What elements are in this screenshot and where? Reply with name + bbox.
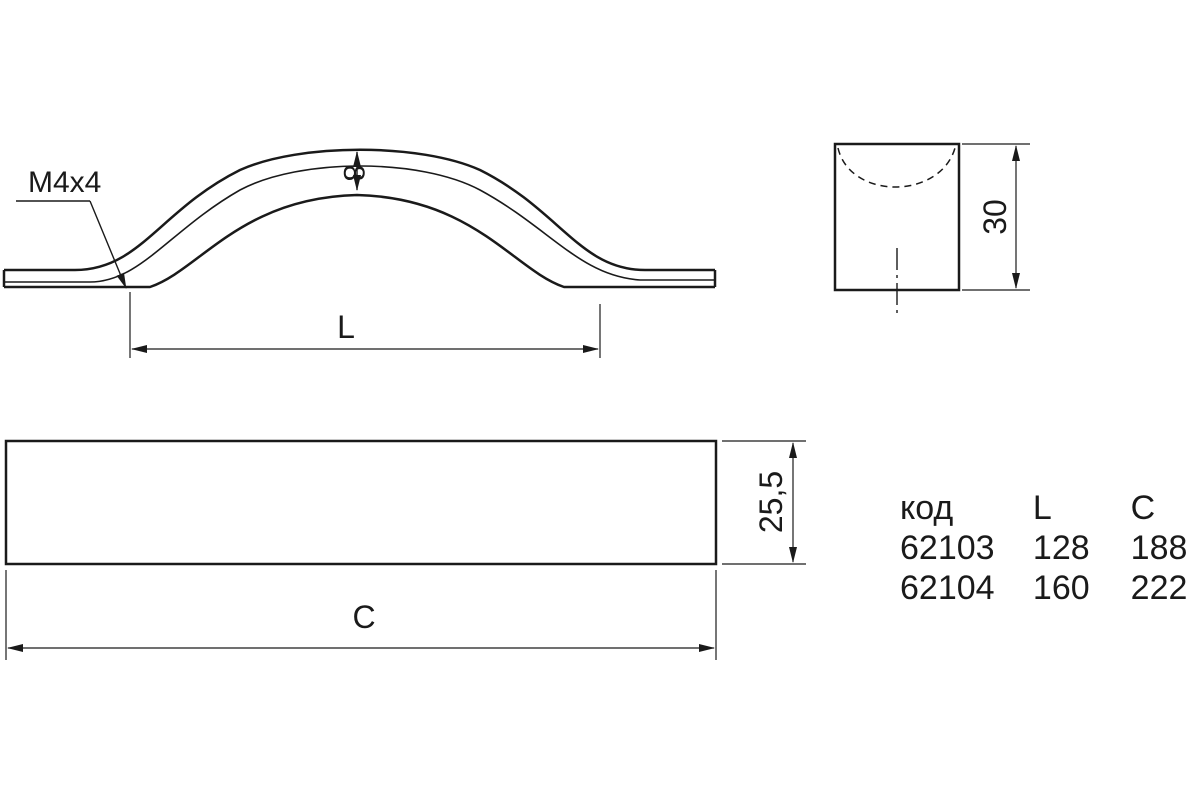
header-C: C <box>1130 489 1156 527</box>
thread-leader <box>16 200 127 289</box>
cell-L: 160 <box>1032 569 1090 607</box>
width-label: 25,5 <box>753 471 789 533</box>
height-label: 30 <box>977 199 1013 235</box>
table-row: 62103 128 188 <box>900 528 1200 568</box>
height-dimension <box>962 143 1030 291</box>
header-L: L <box>1032 489 1052 527</box>
spec-table-header: код L C <box>900 488 1200 528</box>
handle-top-view <box>4 439 718 566</box>
thread-label: M4x4 <box>28 166 101 199</box>
handle-bottom-outline <box>4 193 715 289</box>
cell-code: 62104 <box>900 569 995 607</box>
thickness-label: 8 <box>337 165 370 182</box>
table-row: 62104 160 222 <box>900 568 1200 608</box>
length-C-label: C <box>352 599 375 635</box>
handle-inner-edge <box>4 165 715 283</box>
handle-end-view <box>833 142 961 314</box>
handle-top-outline <box>4 148 715 272</box>
header-code: код <box>900 489 954 527</box>
end-view-hidden-arc <box>837 147 956 188</box>
cell-code: 62103 <box>900 529 995 567</box>
length-C-dimension <box>5 570 717 660</box>
length-L-dimension <box>129 292 601 358</box>
spec-table: код L C 62103 128 188 62104 160 222 <box>900 488 1200 608</box>
cell-C: 222 <box>1130 569 1188 607</box>
width-dimension <box>722 440 806 565</box>
length-L-label: L <box>337 309 355 345</box>
cell-C: 188 <box>1130 529 1188 567</box>
cell-L: 128 <box>1032 529 1090 567</box>
handle-side-view <box>2 148 717 289</box>
